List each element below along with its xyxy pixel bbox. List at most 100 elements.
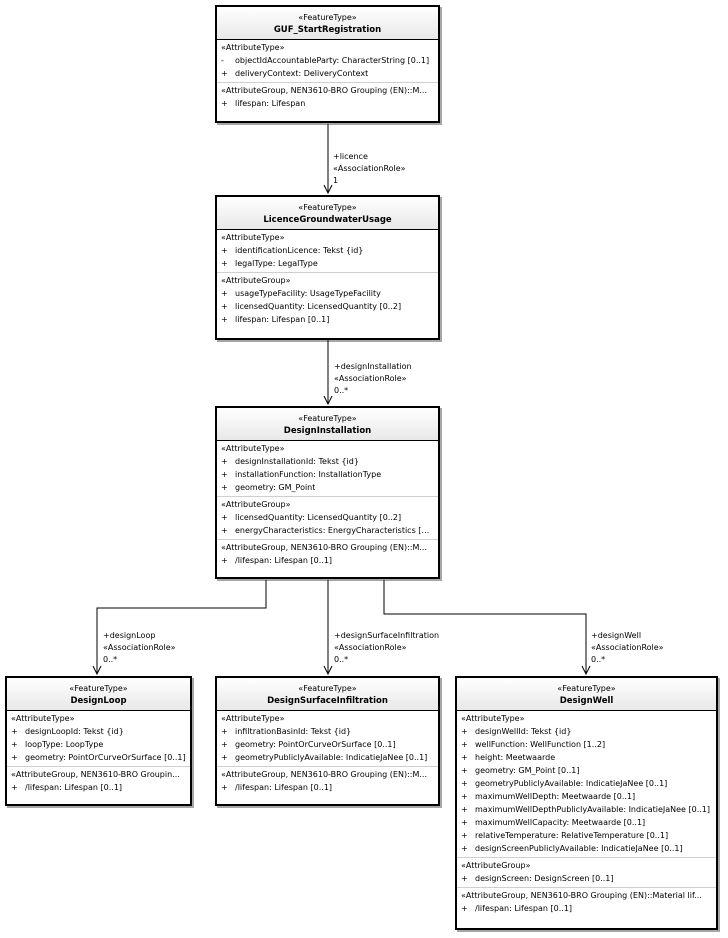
class-licence-groundwater-usage[interactable]: «FeatureType»LicenceGroundwaterUsage«Att… <box>215 195 440 340</box>
attribute-row[interactable]: +loopType: LoopType <box>11 738 186 751</box>
association-line-design-well <box>383 580 586 674</box>
attribute-row[interactable]: +designScreenPubliclyAvailable: Indicati… <box>461 842 712 855</box>
attribute-row[interactable]: +geometryPubliclyAvailable: IndicatieJaN… <box>461 777 712 790</box>
attribute-text: objectIdAccountableParty: CharacterStrin… <box>235 56 430 65</box>
section-stereotype: «AttributeGroup» <box>461 861 531 870</box>
section-stereotype: «AttributeType» <box>221 233 285 242</box>
class-name: DesignSurfaceInfiltration <box>267 696 388 706</box>
attribute-row[interactable]: +designWellId: Tekst {id} <box>461 725 712 738</box>
visibility-marker: + <box>461 740 468 749</box>
section-stereotype: «AttributeGroup, NEN3610-BRO Grouping (E… <box>221 86 428 95</box>
attribute-row[interactable]: +identificationLicence: Tekst {id} <box>221 244 434 257</box>
attribute-row[interactable]: + wellFunction: WellFunction [1..2] <box>461 738 712 751</box>
class-design-installation[interactable]: «FeatureType»DesignInstallation«Attribut… <box>215 406 440 579</box>
class-design-surface-infiltration[interactable]: «FeatureType»DesignSurfaceInfiltration «A… <box>215 676 440 806</box>
class-header: «FeatureType»GUF_StartRegistration <box>217 7 438 40</box>
attribute-row[interactable]: + geometry: GM_Point [0..1] <box>461 764 712 777</box>
attribute-row[interactable]: +geometryPubliclyAvailable: IndicatieJaN… <box>221 751 434 764</box>
attribute-row[interactable]: +/lifespan: Lifespan [0..1] <box>461 902 712 915</box>
role-multiplicity: 1 <box>333 176 339 185</box>
section-stereotype: «AttributeType» <box>221 714 285 723</box>
attribute-text: designWellId: Tekst {id} <box>475 727 572 736</box>
attribute-row[interactable]: +lifespan: Lifespan [0..1] <box>221 313 434 326</box>
attribute-row[interactable]: + energyCharacteristics: EnergyCharacteri… <box>221 524 434 537</box>
attribute-row[interactable]: +geometry: PointOrCurveOrSurface [0..1] <box>221 738 434 751</box>
section-stereotype: «AttributeGroup» <box>221 276 291 285</box>
visibility-marker: + <box>461 831 468 840</box>
visibility-marker: - <box>221 56 224 65</box>
visibility-marker: + <box>221 526 228 535</box>
class-guf-start-registration[interactable]: «FeatureType»GUF_StartRegistration «Attri… <box>215 5 440 123</box>
class-header: «FeatureType» DesignLoop <box>7 678 190 711</box>
role-multiplicity: 0..* <box>103 655 118 664</box>
visibility-marker: + <box>221 302 228 311</box>
attribute-text: geometry: GM_Point [0..1] <box>475 766 580 775</box>
attribute-section: «AttributeType»+designWellId: Tekst {id}… <box>457 711 716 857</box>
visibility-marker: + <box>461 818 468 827</box>
visibility-marker: + <box>221 457 228 466</box>
attribute-row[interactable]: + usageTypeFacility: UsageTypeFacility <box>221 287 434 300</box>
class-stereotype: «FeatureType» <box>69 684 128 693</box>
attribute-text: wellFunction: WellFunction [1..2] <box>475 740 606 749</box>
attribute-row[interactable]: +/lifespan: Lifespan [0..1] <box>221 781 434 794</box>
attribute-row[interactable]: +designLoopId: Tekst {id} <box>11 725 186 738</box>
attribute-row[interactable]: +maximumWellDepthPubliclyAvailable: Indi… <box>461 803 712 816</box>
attribute-text: energyCharacteristics: EnergyCharacteris… <box>235 526 434 535</box>
class-header: «FeatureType»DesignSurfaceInfiltration <box>217 678 438 711</box>
association-label-design-surface-infiltration: +designSurfaceInfiltration «AssociationR… <box>334 630 439 666</box>
visibility-marker: + <box>461 792 468 801</box>
attribute-text: maximumWellCapacity: Meetwaarde [0..1] <box>475 818 646 827</box>
attribute-row[interactable]: +designScreen: DesignScreen [0..1] <box>461 872 712 885</box>
attribute-row[interactable]: +deliveryContext: DeliveryContext <box>221 67 434 80</box>
visibility-marker: + <box>461 766 468 775</box>
visibility-marker: + <box>461 805 468 814</box>
attribute-text: infiltrationBasinId: Tekst {id} <box>235 727 352 736</box>
visibility-marker: + <box>221 556 228 565</box>
class-name: DesignLoop <box>70 696 127 706</box>
attribute-text: relativeTemperature: RelativeTemperature… <box>475 831 669 840</box>
class-name: DesignInstallation <box>283 426 372 436</box>
attribute-row[interactable]: - objectIdAccountableParty: CharacterStri… <box>221 54 434 67</box>
attribute-text: designScreenPubliclyAvailable: Indicatie… <box>475 844 683 853</box>
section-stereotype: «AttributeGroup, NEN3610-BRO Grouping (E… <box>221 543 428 552</box>
attribute-row[interactable]: +geometry: GM_Point <box>221 481 434 494</box>
role-stereotype: «AssociationRole» <box>333 164 406 173</box>
section-stereotype: «AttributeType» <box>221 43 285 52</box>
attribute-row[interactable]: + licensedQuantity: LicensedQuantity [0..… <box>221 300 434 313</box>
attribute-row[interactable]: +legalType: LegalType <box>221 257 434 270</box>
attribute-text: licensedQuantity: LicensedQuantity [0..2… <box>235 513 402 522</box>
attribute-text: geometry: PointOrCurveOrSurface [0..1] <box>25 753 186 762</box>
attribute-text: licensedQuantity: LicensedQuantity [0..2… <box>235 302 402 311</box>
class-design-loop[interactable]: «FeatureType»DesignLoop«AttributeType»+d… <box>5 676 192 806</box>
attribute-section: «AttributeGroup, NEN3610-BRO Grouping (E… <box>217 82 438 112</box>
attribute-row[interactable]: +lifespan: Lifespan <box>221 97 434 110</box>
attribute-text: maximumWellDepth: Meetwaarde [0..1] <box>475 792 636 801</box>
role-name: +designSurfaceInfiltration <box>334 631 440 640</box>
class-design-well[interactable]: «FeatureType»DesignWell«AttributeType»+d… <box>455 676 718 930</box>
attribute-text: lifespan: Lifespan <box>235 99 306 108</box>
visibility-marker: + <box>221 783 228 792</box>
attribute-row[interactable]: +licensedQuantity: LicensedQuantity [0..… <box>221 511 434 524</box>
attribute-row[interactable]: +installationFunction: InstallationType <box>221 468 434 481</box>
attribute-text: designLoopId: Tekst {id} <box>25 727 124 736</box>
class-name: DesignWell <box>559 696 614 706</box>
visibility-marker: + <box>221 289 228 298</box>
visibility-marker: + <box>461 753 468 762</box>
attribute-text: legalType: LegalType <box>235 259 318 268</box>
attribute-row[interactable]: + maximumWellCapacity: Meetwaarde [0..1] <box>461 816 712 829</box>
visibility-marker: + <box>221 740 228 749</box>
attribute-section: «AttributeType»+designInstallationId: Te… <box>217 441 438 496</box>
attribute-row[interactable]: + height: Meetwaarde <box>461 751 712 764</box>
attribute-row[interactable]: +/lifespan: Lifespan [0..1] <box>221 554 434 567</box>
attribute-text: usageTypeFacility: UsageTypeFacility <box>235 289 381 298</box>
attribute-row[interactable]: +/lifespan: Lifespan [0..1] <box>11 781 186 794</box>
attribute-row[interactable]: +geometry: PointOrCurveOrSurface [0..1] <box>11 751 186 764</box>
attribute-text: designInstallationId: Tekst {id} <box>235 457 359 466</box>
attribute-row[interactable]: +infiltrationBasinId: Tekst {id} <box>221 725 434 738</box>
attribute-row[interactable]: + relativeTemperature: RelativeTemperatur… <box>461 829 712 842</box>
attribute-text: height: Meetwaarde <box>475 753 556 762</box>
attribute-row[interactable]: + designInstallationId: Tekst {id} <box>221 455 434 468</box>
attribute-row[interactable]: + maximumWellDepth: Meetwaarde [0..1] <box>461 790 712 803</box>
role-multiplicity: 0..* <box>334 386 349 395</box>
